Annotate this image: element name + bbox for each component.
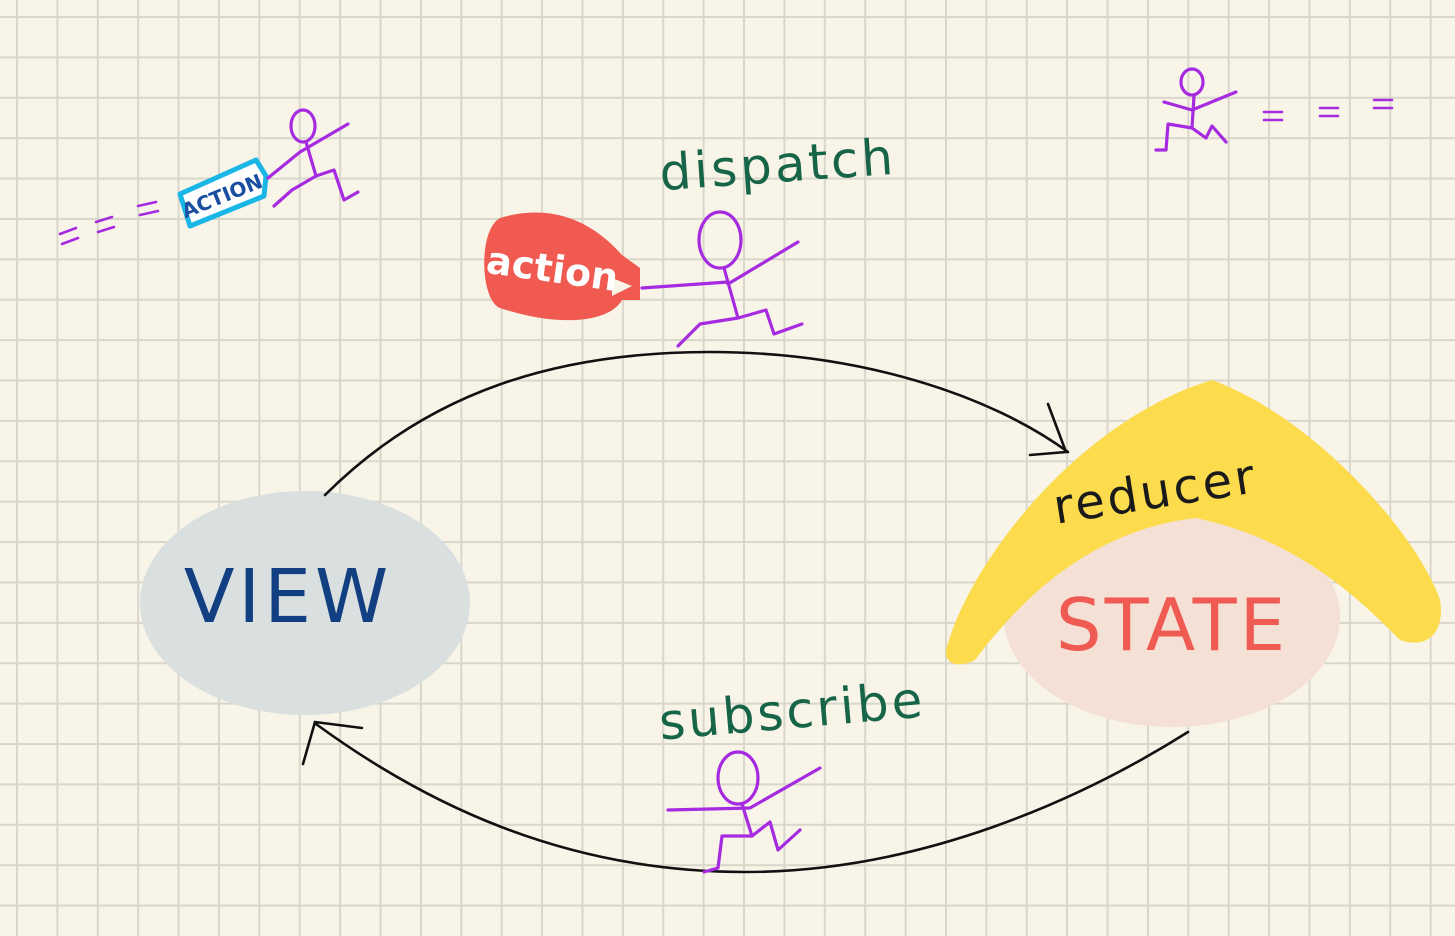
subscribe-label: subscribe [657, 670, 928, 751]
subscribe-runner-figure [666, 750, 822, 874]
dispatch-runner-figure [676, 210, 804, 348]
flying-runner-figure [266, 108, 360, 208]
action-tag-small: ACTION [177, 157, 269, 229]
dispatch-arrow [323, 350, 1070, 497]
reducer-boomerang [945, 380, 1441, 665]
dispatch-arrowhead [1028, 402, 1068, 457]
subscribe-arrow [314, 722, 1190, 874]
view-label: VIEW [184, 554, 392, 640]
view-blob [140, 491, 470, 715]
action-rope [640, 280, 730, 290]
speed-lines-left [58, 200, 160, 246]
dispatch-label: dispatch [657, 128, 897, 202]
state-blob [1004, 507, 1340, 727]
returning-runner-figure [1154, 67, 1238, 152]
action-tag-large: action [484, 212, 640, 321]
speed-lines-right [1262, 98, 1394, 122]
subscribe-arrowhead [301, 720, 364, 766]
state-label: STATE [1056, 583, 1288, 667]
